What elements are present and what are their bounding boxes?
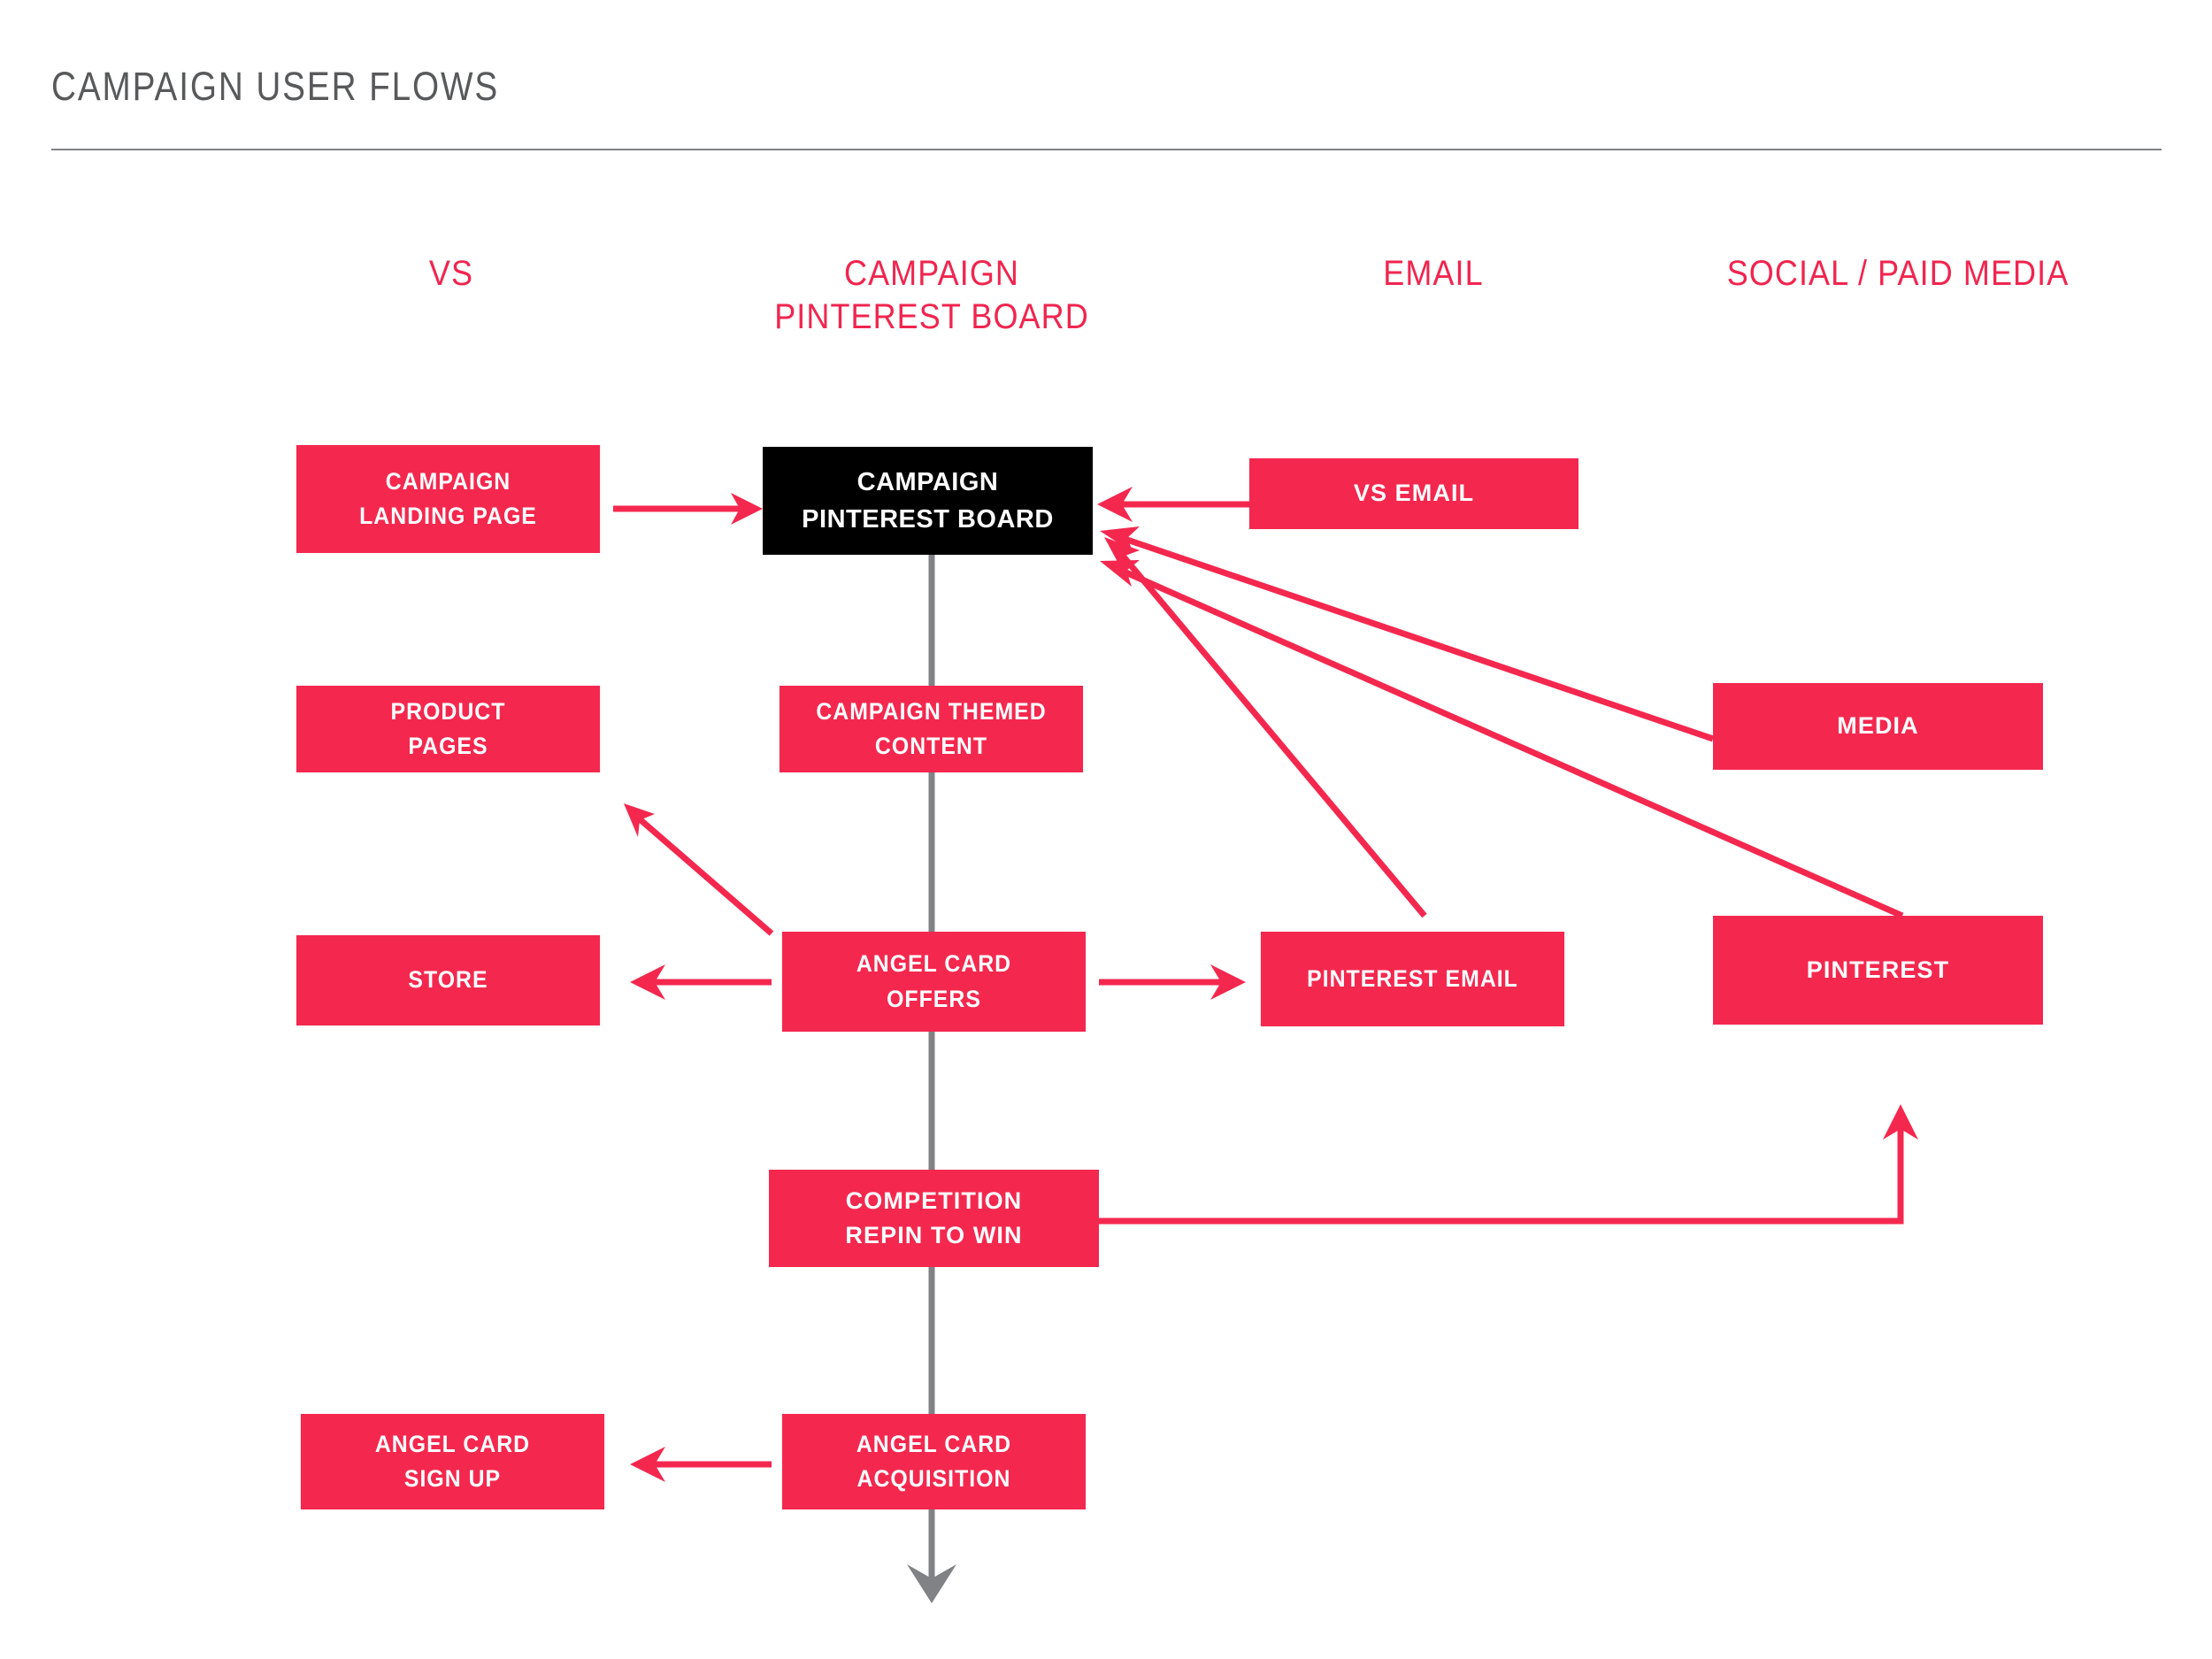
connector-vsemail-to-board (1097, 487, 1252, 522)
connector-pinemail-to-board (1104, 537, 1427, 918)
node-vs-email[interactable]: VS EMAIL (1249, 458, 1578, 529)
node-store[interactable]: STORE (296, 935, 601, 1025)
connector-landing-to-board (613, 493, 763, 525)
node-angel-card-acquisition[interactable]: ANGEL CARD ACQUISITION (781, 1414, 1087, 1509)
title-divider (51, 149, 2162, 150)
node-angel-card-offers[interactable]: ANGEL CARD OFFERS (781, 932, 1087, 1032)
node-media[interactable]: MEDIA (1713, 683, 2043, 770)
connector-offers-to-product (624, 803, 774, 936)
connector-acquisition-to-signup (630, 1447, 772, 1482)
node-product-pages[interactable]: PRODUCT PAGES (296, 686, 601, 772)
page-title: CAMPAIGN USER FLOWS (51, 64, 500, 109)
column-heading-social-paid-media: SOCIAL / PAID MEDIA (1726, 254, 2070, 293)
node-pinterest[interactable]: PINTEREST (1713, 916, 2043, 1025)
node-pinterest-email[interactable]: PINTEREST EMAIL (1260, 932, 1565, 1026)
node-competition-repin-to-win[interactable]: COMPETITION REPIN TO WIN (769, 1170, 1099, 1267)
node-campaign-landing-page[interactable]: CAMPAIGN LANDING PAGE (296, 445, 601, 553)
node-campaign-pinterest-board[interactable]: CAMPAIGN PINTEREST BOARD (763, 447, 1093, 555)
column-heading-vs: VS (428, 254, 474, 293)
connector-offers-to-store (630, 964, 772, 1000)
node-angel-card-sign-up[interactable]: ANGEL CARD SIGN UP (300, 1414, 605, 1509)
connector-media-to-board (1100, 526, 1715, 742)
node-campaign-themed-content[interactable]: CAMPAIGN THEMED CONTENT (779, 686, 1084, 772)
column-heading-email: EMAIL (1383, 254, 1484, 293)
connector-offers-to-pinemail (1099, 964, 1246, 1000)
column-heading-campaign-pinterest-board: CAMPAIGN PINTEREST BOARD (774, 254, 1089, 337)
connector-competition-to-pinterest (1099, 1104, 1918, 1225)
